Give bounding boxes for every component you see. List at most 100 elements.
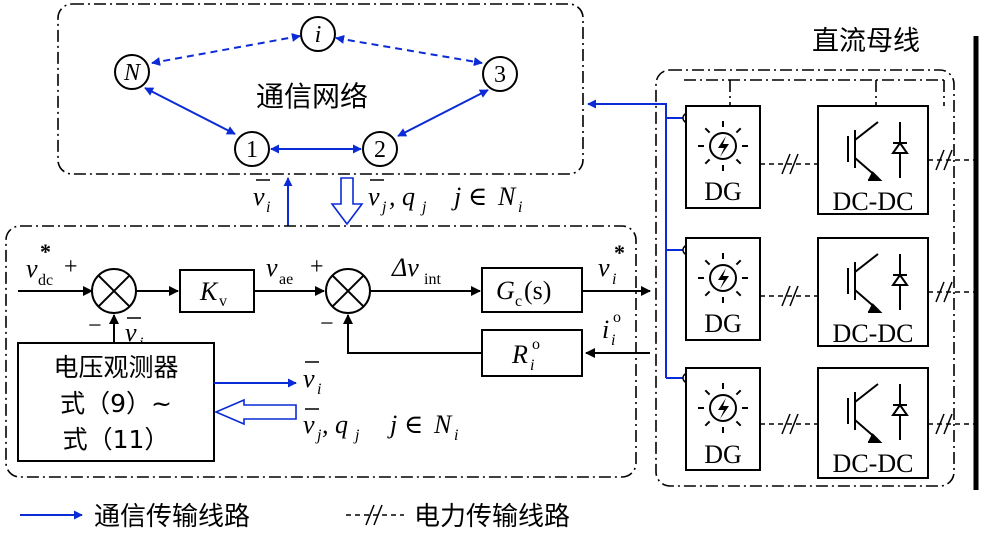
summing-junction-2 [325, 268, 371, 314]
svg-text:i: i [454, 427, 458, 444]
svg-text:i: i [530, 357, 534, 374]
svg-text:j: j [380, 199, 387, 216]
node-2: 2 [362, 131, 398, 167]
dg-label: DG [704, 177, 742, 206]
dcdc-box [817, 105, 929, 215]
svg-text:∈: ∈ [404, 410, 423, 439]
dg-unit-1: DG DC-DC [682, 105, 929, 216]
neighbor-hollow-arrow-top [330, 177, 364, 226]
svg-text:∈: ∈ [468, 182, 487, 211]
svg-text:o: o [532, 336, 540, 353]
dc-bus-label: 直流母线 [812, 26, 920, 57]
link-N-1 [144, 87, 236, 135]
igbt-icon [847, 253, 909, 313]
link-3-2 [397, 89, 489, 137]
svg-text:+: + [310, 254, 324, 280]
svg-text:N: N [433, 410, 453, 439]
svg-text:i: i [611, 332, 615, 349]
comm-link-to-network [587, 99, 667, 378]
dg-label: DG [704, 309, 742, 338]
legend: 通信传输线路 电力传输线路 [20, 502, 570, 532]
svg-text:c: c [515, 293, 522, 310]
link-i-N [151, 33, 301, 66]
svg-text:Δv: Δv [391, 253, 419, 282]
svg-text:v: v [125, 318, 137, 347]
sun-energy-icon [698, 253, 748, 303]
power-section: 直流母线 [587, 26, 979, 490]
dcdc-box [817, 367, 929, 479]
neighbor-info-label-top: v j , q j j ∈ N i [368, 179, 522, 216]
svg-text:i: i [518, 199, 522, 216]
svg-text:, q: , q [322, 410, 348, 439]
power-line-markers [760, 149, 976, 435]
svg-text:K: K [199, 277, 219, 306]
legend-power-symbol [346, 504, 404, 526]
controller-boundary [5, 225, 637, 478]
svg-text:v: v [598, 253, 610, 282]
svg-text:, q: , q [389, 182, 415, 211]
neighbor-hollow-arrow-observer [213, 398, 297, 426]
svg-text:j: j [451, 182, 461, 211]
dg-unit-2: DG DC-DC [682, 237, 929, 348]
node-1: 1 [234, 131, 270, 167]
sun-energy-icon [698, 121, 748, 171]
vbar-upload-label: v i [253, 179, 270, 216]
node-N: N [114, 54, 150, 90]
svg-text:G: G [496, 276, 515, 305]
svg-text:*: * [40, 239, 51, 264]
svg-text:v: v [253, 182, 265, 211]
link-i-3 [335, 34, 483, 67]
vi-ref-label: v i * [598, 240, 625, 288]
network-boundary [57, 3, 584, 175]
svg-text:v: v [219, 293, 227, 310]
legend-power-label: 电力传输线路 [414, 502, 570, 532]
summing-junction-1 [91, 268, 137, 314]
svg-text:(s): (s) [524, 276, 551, 305]
svg-text:j: j [387, 410, 397, 439]
igbt-icon [847, 383, 909, 443]
svg-text:N: N [123, 60, 142, 86]
local-controller: v dc * + − v i K v v ae + [5, 225, 651, 478]
svg-text:+: + [64, 254, 78, 280]
node-i: i [300, 16, 336, 52]
svg-text:3: 3 [494, 62, 506, 88]
vae-label: v ae + [266, 253, 324, 288]
svg-text:int: int [424, 271, 441, 288]
svg-text:i: i [317, 381, 321, 398]
igbt-icon [847, 121, 909, 181]
svg-text:ae: ae [279, 271, 293, 288]
dcdc-label: DC-DC [833, 319, 914, 348]
dcdc-box [817, 237, 929, 347]
svg-text:i: i [266, 199, 270, 216]
sun-energy-icon [698, 383, 748, 433]
legend-comm-label: 通信传输线路 [94, 502, 250, 532]
svg-text:2: 2 [374, 137, 386, 163]
neighbor-info-label-observer: v j , q j j ∈ N i [303, 408, 458, 444]
svg-text:v: v [26, 254, 38, 283]
svg-text:o: o [613, 309, 621, 326]
svg-text:N: N [497, 182, 517, 211]
svg-text:*: * [614, 240, 625, 265]
svg-text:式（9）~: 式（9）~ [60, 389, 172, 418]
vdc-ref-label: v dc * + [26, 239, 78, 289]
dg-unit-3: DG DC-DC [682, 367, 929, 479]
dv-int-label: Δv int [391, 253, 441, 288]
communication-network: 通信网络 i N 3 1 2 [57, 3, 584, 175]
svg-text:i: i [315, 22, 322, 48]
voltage-observer-block: 电压观测器 式（9）~ 式（11） [17, 342, 215, 462]
node-3: 3 [482, 56, 518, 92]
svg-text:i: i [602, 315, 609, 344]
svg-text:1: 1 [246, 137, 258, 163]
svg-text:v: v [303, 364, 315, 393]
dg-label: DG [704, 440, 742, 469]
ri-to-sj2-line [343, 314, 482, 354]
svg-text:v: v [368, 182, 380, 211]
svg-text:R: R [511, 340, 528, 369]
minus-sign-1: − [88, 313, 102, 339]
svg-text:电压观测器: 电压观测器 [53, 353, 178, 382]
kv-gain-block: K v [179, 269, 255, 313]
svg-text:j: j [353, 427, 360, 444]
svg-text:j: j [315, 427, 322, 444]
network-title: 通信网络 [256, 80, 368, 113]
